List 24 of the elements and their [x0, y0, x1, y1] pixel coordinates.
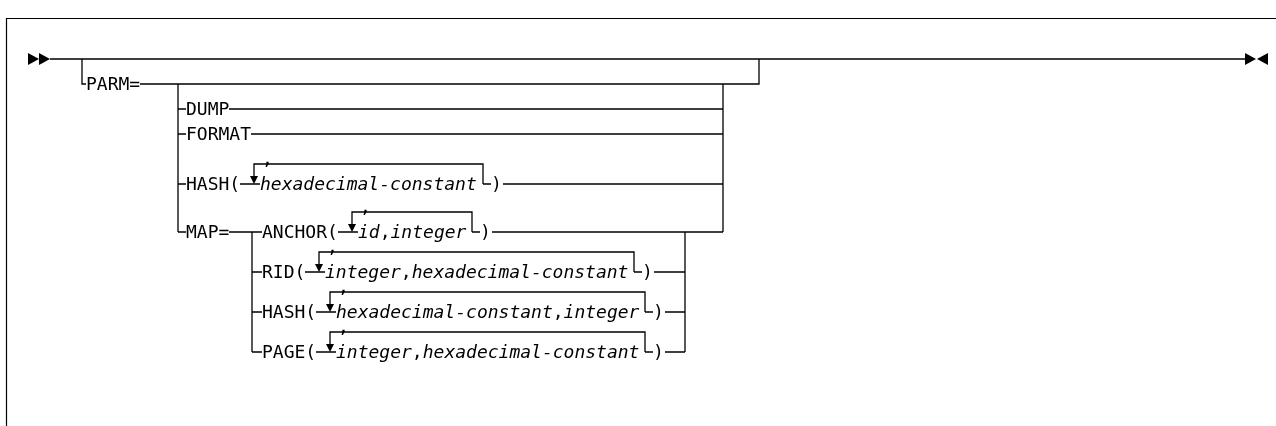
- closing-parenthesis: ): [653, 344, 664, 360]
- keyword: RID(: [262, 264, 306, 280]
- closing-parenthesis: ): [653, 304, 664, 320]
- separator-comma: ,: [327, 241, 338, 253]
- separator-comma: ,: [262, 153, 273, 165]
- parameter-list: id,integer: [358, 224, 467, 240]
- keyword: PAGE(: [262, 344, 317, 360]
- separator-comma: ,: [338, 281, 349, 293]
- keyword: HASH(: [262, 304, 317, 320]
- parameter-list: integer,hexadecimal-constant: [336, 344, 640, 360]
- keyword: FORMAT: [186, 126, 252, 142]
- separator-comma: ,: [360, 201, 371, 213]
- parameter-list: integer,hexadecimal-constant: [325, 264, 629, 280]
- parameter-list: hexadecimal-constant,integer: [336, 304, 640, 320]
- closing-parenthesis: ): [642, 264, 653, 280]
- parameter-name: hexadecimal-constant: [260, 176, 477, 192]
- separator-comma: ,: [338, 321, 349, 333]
- keyword: HASH(: [186, 176, 241, 192]
- keyword: PARM=: [86, 76, 141, 92]
- closing-parenthesis: ): [491, 176, 502, 192]
- keyword: DUMP: [186, 101, 230, 117]
- keyword: MAP=: [186, 224, 230, 240]
- closing-parenthesis: ): [480, 224, 491, 240]
- keyword: ANCHOR(: [262, 224, 338, 240]
